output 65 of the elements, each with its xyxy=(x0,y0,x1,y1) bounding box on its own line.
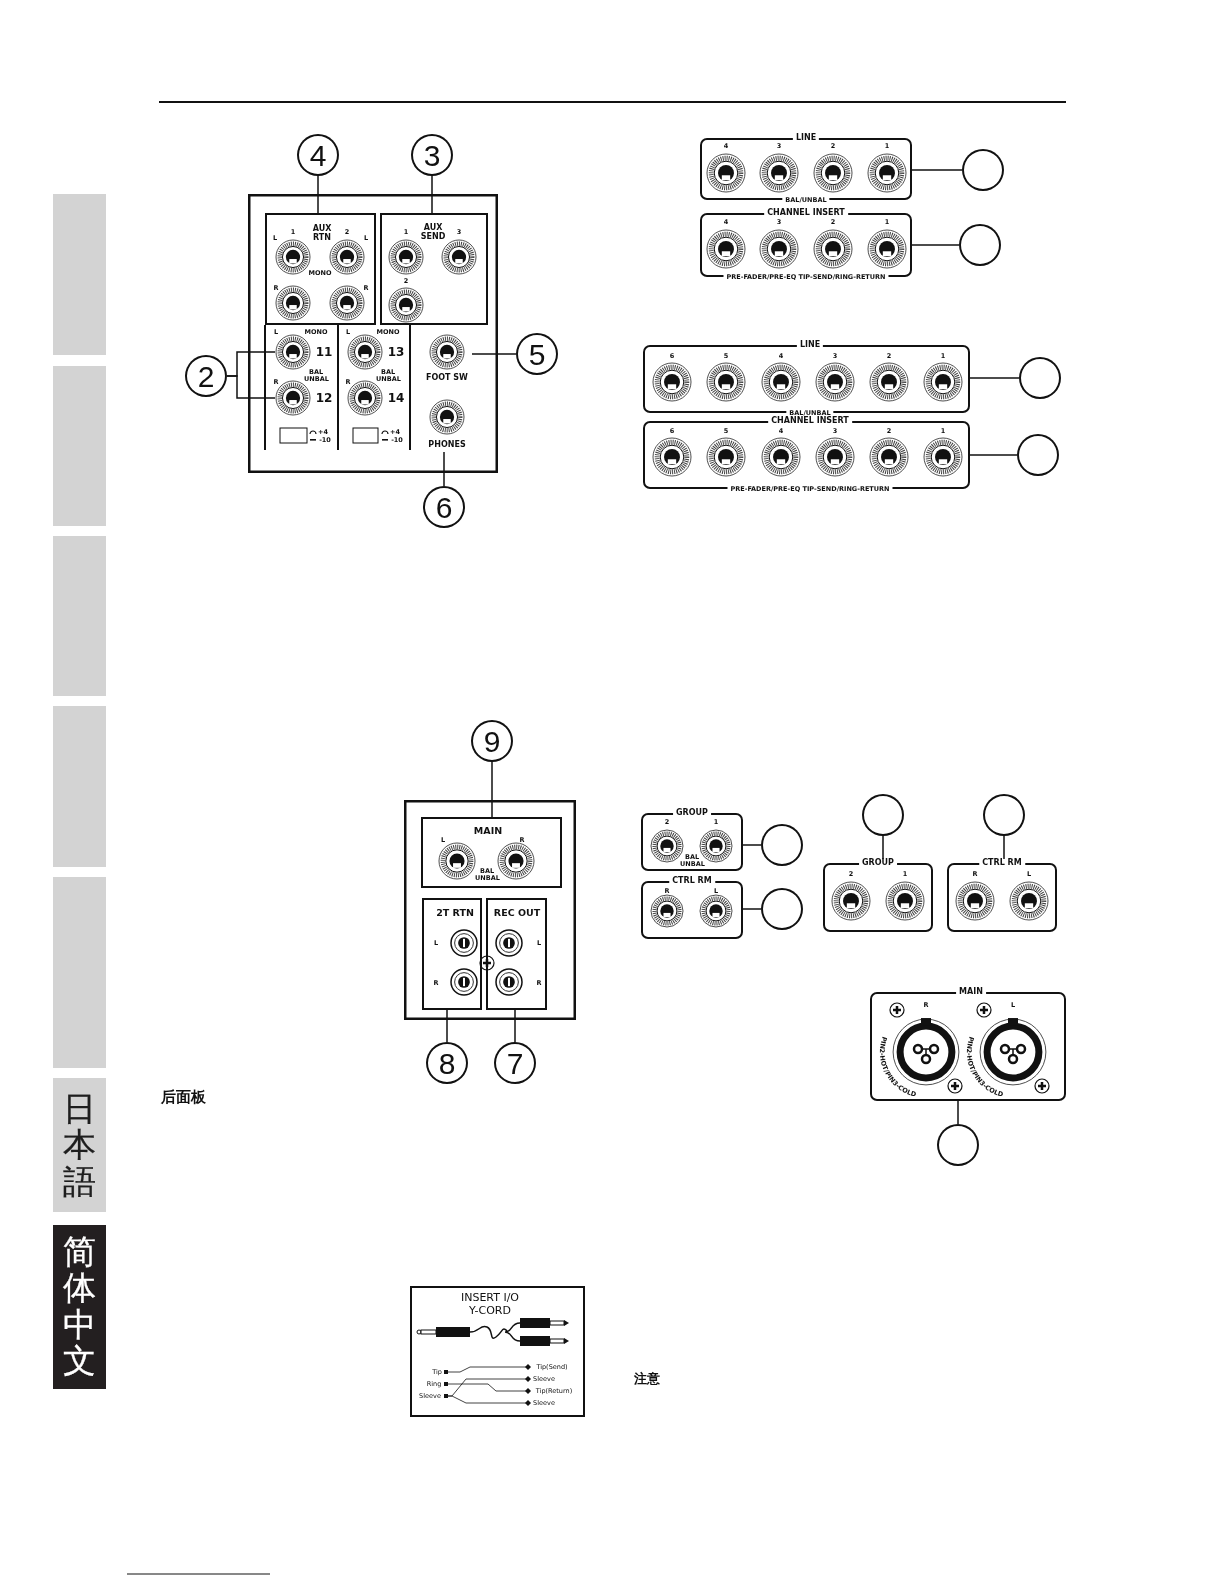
connector-panel xyxy=(265,213,376,325)
language-tab xyxy=(53,706,106,867)
leader-line xyxy=(226,375,276,399)
panel-title: LINE xyxy=(796,341,824,349)
note-heading: 注意 xyxy=(634,1371,660,1385)
leader-line xyxy=(911,244,960,246)
tab-label: 简体中文 xyxy=(63,1234,96,1380)
leader-line xyxy=(471,353,517,355)
language-tab xyxy=(53,1078,106,1212)
channel-number: 13 xyxy=(387,346,405,358)
wire-line xyxy=(444,1364,531,1374)
language-tab xyxy=(53,1225,106,1389)
panel-title: INSERT I/O Y-CORD xyxy=(459,1292,521,1318)
leader-line xyxy=(911,169,963,171)
language-tab xyxy=(53,877,106,1068)
channel-number: 11 xyxy=(315,346,333,358)
wire-line xyxy=(444,1382,531,1394)
leader-line xyxy=(969,377,1020,379)
rear-panel xyxy=(248,194,498,473)
leader-line xyxy=(446,1009,448,1043)
language-tab xyxy=(53,536,106,696)
panel-title: CTRL RM xyxy=(979,859,1025,867)
panel-title: CTRL RM xyxy=(669,877,715,885)
panel-title: AUX SEND xyxy=(419,222,447,242)
leader-line xyxy=(742,844,762,846)
callout-number: 5 xyxy=(528,340,546,370)
leader-line xyxy=(742,908,762,910)
channel-number: 12 xyxy=(315,392,333,404)
tab-label: 日本語 xyxy=(63,1090,96,1200)
leader-line xyxy=(957,1100,959,1125)
callout-number: 8 xyxy=(438,1049,456,1079)
connector-panel xyxy=(422,898,482,1010)
rear-panel xyxy=(404,800,576,1020)
panel-title: AUX RTN xyxy=(311,223,333,243)
leader-line xyxy=(431,175,433,214)
panel-title: REC OUT xyxy=(493,908,541,918)
callout-number: 6 xyxy=(435,493,453,523)
callout-number: 3 xyxy=(423,141,441,171)
language-tab xyxy=(53,366,106,526)
panel-title: 2T RTN xyxy=(436,908,474,918)
callout-number: 9 xyxy=(483,727,501,757)
connector-panel xyxy=(486,898,547,1010)
panel-title: LINE xyxy=(792,134,820,142)
panel-title: CHANNEL INSERT xyxy=(764,209,848,217)
panel-title: PHONES xyxy=(428,441,466,449)
panel-title: MAIN xyxy=(956,988,986,996)
callout-number: 7 xyxy=(506,1049,524,1079)
panel-title: FOOT SW xyxy=(426,374,468,382)
leader-line xyxy=(443,451,445,487)
connector-panel xyxy=(380,213,488,325)
panel-title: GROUP xyxy=(673,809,711,817)
channel-number: 14 xyxy=(387,392,405,404)
panel-title: GROUP xyxy=(859,859,897,867)
panel-title: CHANNEL INSERT xyxy=(768,417,852,425)
leader-line xyxy=(969,454,1018,456)
callout-number: 2 xyxy=(197,362,215,392)
connector-panel xyxy=(421,817,562,888)
callout-number: 4 xyxy=(309,141,327,171)
section-heading: 后面板 xyxy=(160,1089,206,1105)
language-tab xyxy=(53,194,106,355)
panel-title: MAIN xyxy=(473,826,503,836)
leader-line xyxy=(491,761,493,818)
leader-line xyxy=(514,1009,516,1043)
connector-panel xyxy=(410,1286,585,1417)
leader-line xyxy=(317,175,319,214)
